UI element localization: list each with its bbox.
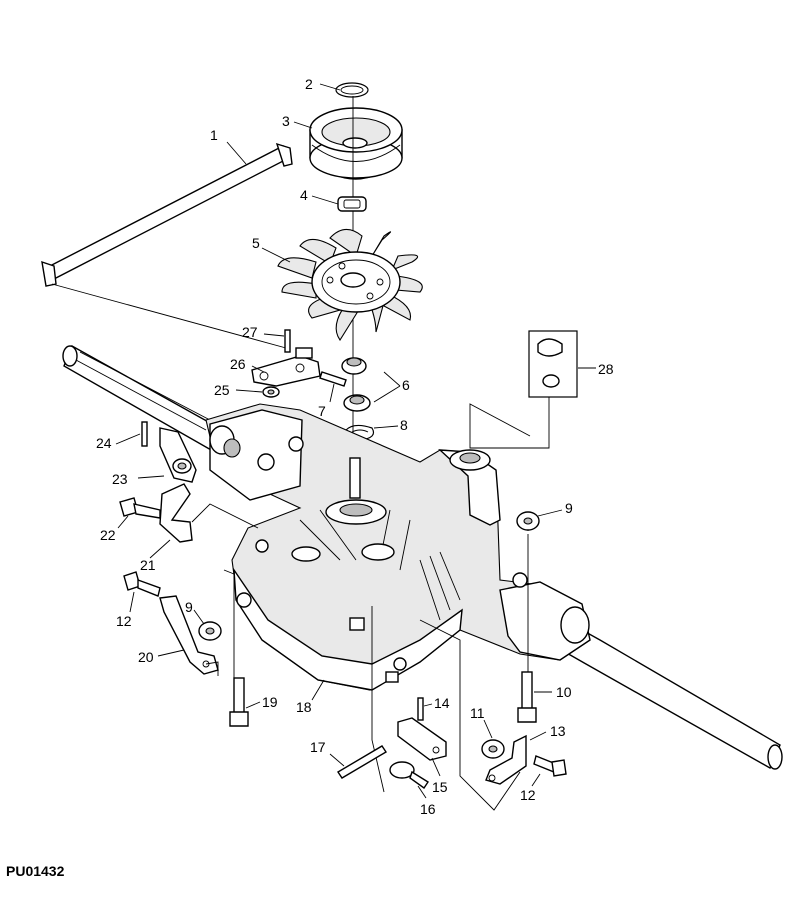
part-10-bolt (517, 671, 537, 723)
diagram-code: PU01432 (6, 863, 65, 879)
part-22-bolt (119, 497, 161, 519)
callout-20: 20 (138, 649, 154, 665)
part-3-pulley (309, 107, 403, 180)
part-1-rod (41, 142, 293, 287)
part-2-ring (335, 82, 369, 98)
part-6-bearings (341, 357, 371, 412)
callout-23: 23 (112, 471, 128, 487)
part-7-pin (319, 371, 347, 387)
callout-labels: 1 2 3 4 5 6 7 8 9 9 10 11 12 12 13 14 15… (96, 76, 614, 817)
part-20-arm (159, 595, 219, 676)
callout-leaders (115, 83, 596, 799)
part-23-bracket (159, 427, 197, 483)
part-9-nut-left (198, 621, 222, 641)
callout-15: 15 (432, 779, 448, 795)
part-16-clip (389, 761, 429, 789)
callout-9-right: 9 (565, 500, 573, 516)
callout-22: 22 (100, 527, 116, 543)
part-5-fan (277, 228, 423, 341)
part-11-nut (481, 739, 505, 759)
part-28-detail-box (469, 330, 578, 449)
callout-17: 17 (310, 739, 326, 755)
part-12-bolt-right (533, 755, 567, 777)
part-18-transaxle-housing (205, 403, 591, 691)
leader-rod-to-plate (51, 283, 287, 349)
callout-26: 26 (230, 356, 246, 372)
callout-2: 2 (305, 76, 313, 92)
part-24-pin (141, 421, 148, 447)
part-26-plate (251, 347, 321, 387)
part-27-pin (284, 329, 291, 353)
callout-4: 4 (300, 187, 308, 203)
part-25-nut (262, 386, 280, 398)
callout-28: 28 (598, 361, 614, 377)
callout-25: 25 (214, 382, 230, 398)
callout-1: 1 (210, 127, 218, 143)
callout-11: 11 (470, 705, 485, 721)
callout-27: 27 (242, 324, 258, 340)
callout-5: 5 (252, 235, 260, 251)
callout-18: 18 (296, 699, 312, 715)
callout-14: 14 (434, 695, 450, 711)
callout-24: 24 (96, 435, 112, 451)
callout-16: 16 (420, 801, 436, 817)
callout-13: 13 (550, 723, 566, 739)
callout-8: 8 (400, 417, 408, 433)
part-13-bracket (485, 734, 527, 785)
callout-10: 10 (556, 684, 572, 700)
part-21-bracket (159, 483, 259, 543)
part-15-plate (397, 717, 447, 761)
assembly-leader-lines (223, 534, 529, 811)
callout-19: 19 (262, 694, 278, 710)
callout-6: 6 (402, 377, 410, 393)
part-14-pin (417, 697, 424, 721)
callout-12-right: 12 (520, 787, 536, 803)
callout-7: 7 (318, 403, 326, 419)
part-9-nut-right (516, 511, 540, 531)
callout-9-left: 9 (185, 599, 193, 615)
part-4-link (337, 196, 367, 212)
part-19-bolt (229, 677, 249, 727)
callout-21: 21 (140, 557, 156, 573)
callout-3: 3 (282, 113, 290, 129)
part-17-pin (337, 745, 387, 779)
part-12-bolt-left (123, 571, 161, 597)
callout-12-left: 12 (116, 613, 132, 629)
